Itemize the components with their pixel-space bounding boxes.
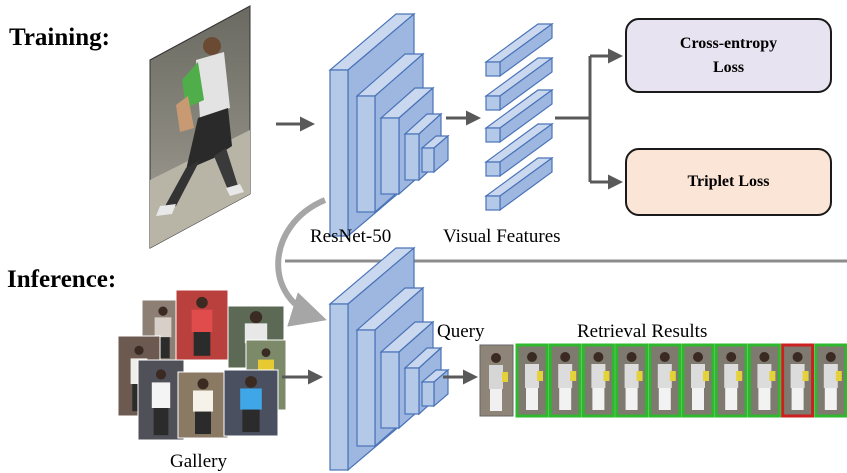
retrieval-result-4: [615, 343, 649, 418]
triplet-loss-box: Triplet Loss: [625, 148, 832, 216]
training-section-title: Training:: [9, 24, 110, 51]
gallery-label: Gallery: [170, 451, 227, 472]
training-input-image: [149, 5, 251, 249]
feature-bar-2: [484, 56, 554, 112]
cross-entropy-loss-box: Cross-entropy Loss: [625, 18, 832, 93]
retrieval-strip: [479, 343, 847, 418]
retrieval-results-label: Retrieval Results: [577, 321, 708, 342]
gallery-photo-8: [223, 369, 279, 437]
resnet50-backbone-inference: [328, 246, 450, 472]
retrieval-result-10: [814, 343, 847, 418]
feature-bar-3: [484, 88, 554, 144]
weight-sharing-curve-arrow: [275, 197, 327, 327]
feature-bar-1: [484, 22, 554, 78]
query-label: Query: [437, 321, 485, 342]
visual-features-label: Visual Features: [443, 226, 561, 247]
query-image: [479, 344, 514, 417]
retrieval-result-2: [548, 343, 582, 418]
retrieval-result-6: [681, 343, 715, 418]
gallery-photo-6: [137, 359, 185, 441]
retrieval-result-1: [515, 343, 549, 418]
train-block-stage-5: [420, 134, 450, 174]
infer-block-stage-5: [420, 368, 450, 408]
retrieval-result-8: [747, 343, 781, 418]
retrieval-result-9: [781, 343, 815, 418]
resnet50-backbone-training: [328, 12, 450, 238]
gallery-photo-2: [175, 289, 229, 361]
visual-feature-bars: [484, 22, 554, 212]
feature-bar-5: [484, 156, 554, 212]
gallery-image-collage: [117, 289, 287, 441]
inference-section-title: Inference:: [7, 266, 117, 293]
pedestrian-figure-icon: [156, 37, 244, 216]
cross-entropy-line-1: Cross-entropy: [679, 35, 778, 53]
retrieval-result-7: [714, 343, 748, 418]
retrieval-result-3: [581, 343, 615, 418]
gallery-photo-7: [177, 371, 229, 439]
triplet-loss-label: Triplet Loss: [687, 173, 770, 191]
branch-arrows-to-losses: [555, 48, 623, 190]
cross-entropy-line-2: Loss: [712, 58, 745, 76]
feature-bar-4: [484, 122, 554, 178]
retrieval-result-5: [648, 343, 682, 418]
backbone-label: ResNet-50: [310, 226, 392, 247]
